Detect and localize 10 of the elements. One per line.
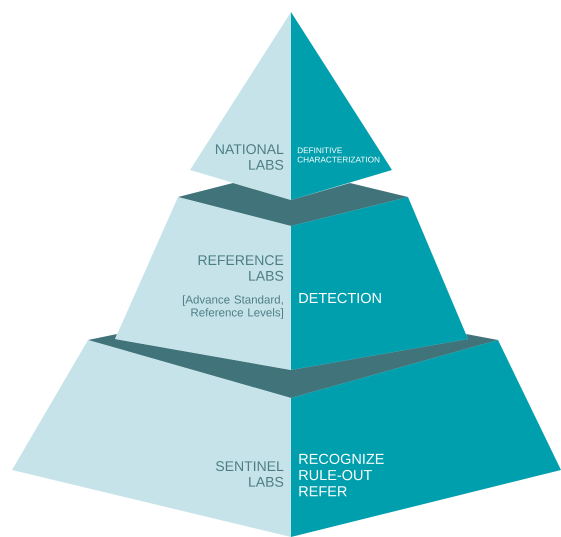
tier-role: RECOGNIZE RULE-OUT REFER — [299, 454, 384, 496]
tier-role: DETECTION — [299, 292, 381, 304]
tier-role: DEFINITIVE CHARACTERIZATION — [298, 148, 380, 162]
pyramid-tier — [12, 334, 561, 537]
tier-label: REFERENCE LABS — [198, 255, 284, 281]
tier-note: [Advance Standard, Reference Levels] — [182, 295, 283, 319]
tier-label: SENTINEL LABS — [216, 461, 284, 487]
pyramid-tier — [190, 12, 392, 200]
tier-label: NATIONAL LABS — [216, 144, 284, 170]
pyramid-tier — [115, 183, 468, 370]
